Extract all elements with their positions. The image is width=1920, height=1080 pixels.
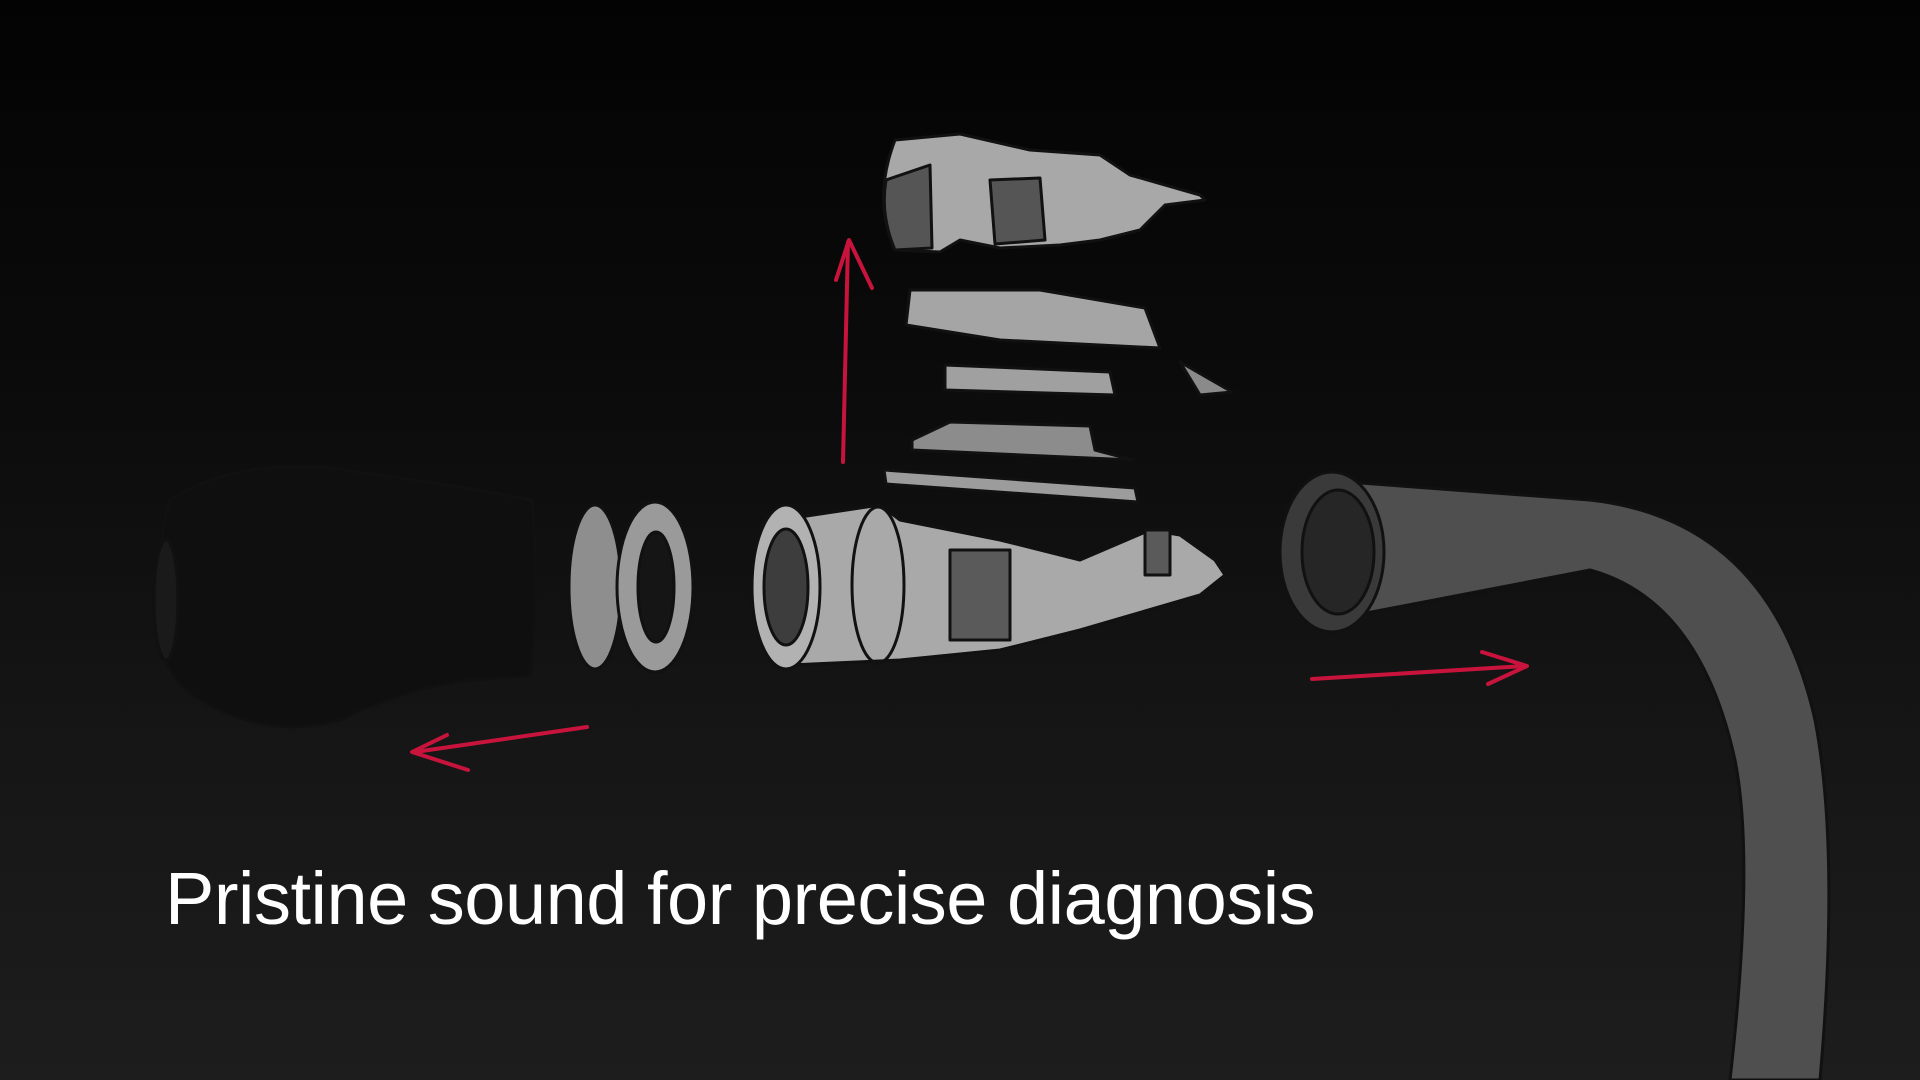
- headline: Pristine sound for precise diagnosis: [165, 856, 1316, 940]
- clip-part: [1178, 360, 1234, 397]
- pcb-plate-1: [904, 288, 1162, 350]
- pcb-plate-3: [910, 420, 1135, 462]
- stethoscope-tube: [1318, 478, 1831, 1080]
- ear-tip: [155, 465, 538, 729]
- top-shell: [882, 132, 1207, 254]
- seal-disc: [567, 503, 623, 671]
- arrow-left-icon: [410, 725, 589, 772]
- pcb-plate-2: [943, 363, 1117, 397]
- arrow-right-icon: [1310, 650, 1529, 686]
- pcb-plate-4: [882, 468, 1140, 504]
- arrow-up-icon: [834, 238, 874, 464]
